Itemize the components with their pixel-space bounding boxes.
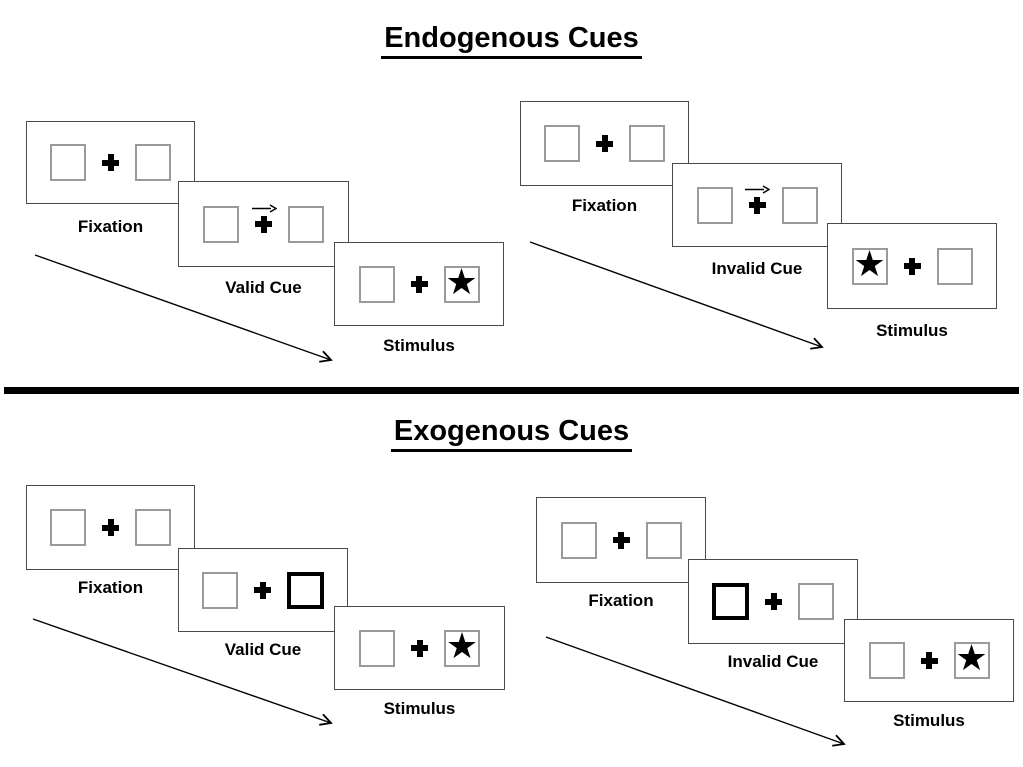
fixation-cross-icon <box>410 275 428 293</box>
left-box <box>560 521 597 559</box>
fixation-cross-icon <box>920 652 938 669</box>
center-marker <box>745 184 770 214</box>
right-box <box>629 125 665 162</box>
star-icon: ★ <box>955 638 988 679</box>
fixation-cross-icon <box>612 531 630 549</box>
left-box <box>202 571 238 609</box>
fixation-cross-icon <box>102 519 119 536</box>
stimulus-panel: ★ <box>334 606 505 690</box>
left-box <box>203 205 239 243</box>
section-divider-rule <box>4 387 1019 394</box>
cue-label: Valid Cue <box>225 278 302 297</box>
stimulus-label: Stimulus <box>876 321 948 340</box>
fixation-label: Fixation <box>77 578 144 597</box>
fixation-panel <box>26 485 195 570</box>
star-icon: ★ <box>445 261 478 303</box>
fixation-label: Fixation <box>77 217 144 236</box>
time-arrow <box>545 636 851 750</box>
right-box <box>288 205 324 243</box>
cue-panel <box>178 181 349 267</box>
fixation-panel <box>26 121 195 204</box>
time-arrow <box>529 241 829 353</box>
cue-panel <box>178 548 348 632</box>
fixation-cross-icon <box>254 581 271 599</box>
cue-label: Valid Cue <box>224 640 302 659</box>
time-arrow <box>32 618 338 729</box>
right-box <box>936 247 973 285</box>
left-box-bold-cue <box>712 583 749 620</box>
fixation-cross-icon <box>255 215 272 233</box>
center-marker <box>411 639 428 657</box>
center-marker <box>251 203 277 233</box>
right-arrow-icon <box>745 184 770 194</box>
exogenous-section-title: Exogenous Cues <box>0 415 1023 452</box>
left-box <box>358 265 395 303</box>
right-box <box>135 509 171 546</box>
right-box <box>645 521 682 559</box>
right-box <box>798 583 834 620</box>
fixation-label: Fixation <box>571 196 638 215</box>
stimulus-label: Stimulus <box>383 336 455 355</box>
center-marker <box>102 519 119 536</box>
center-marker <box>903 257 921 275</box>
center-marker <box>765 593 782 610</box>
fixation-cross-icon <box>903 257 921 275</box>
fixation-cross-icon <box>765 593 782 610</box>
center-marker <box>612 531 630 549</box>
left-box <box>50 509 86 546</box>
stimulus-panel: ★ <box>827 223 997 309</box>
center-marker <box>410 275 428 293</box>
fixation-cross-icon <box>748 196 766 214</box>
cue-label: Invalid Cue <box>727 652 819 671</box>
center-marker <box>596 135 613 152</box>
center-marker <box>102 154 119 171</box>
fixation-cross-icon <box>411 639 428 657</box>
star-icon: ★ <box>445 625 479 667</box>
endogenous-section-title: Endogenous Cues <box>0 22 1023 59</box>
left-box <box>544 125 580 162</box>
stimulus-panel: ★ <box>334 242 504 326</box>
left-box <box>696 186 733 224</box>
endogenous-title-text: Endogenous Cues <box>381 22 642 59</box>
star-icon: ★ <box>853 243 886 285</box>
right-box <box>135 144 171 181</box>
center-marker <box>920 652 938 669</box>
center-marker <box>254 581 271 599</box>
stimulus-panel: ★ <box>844 619 1014 702</box>
exogenous-title-text: Exogenous Cues <box>390 415 633 452</box>
fixation-cross-icon <box>596 135 613 152</box>
left-box-with-star: ★ <box>851 243 888 285</box>
fixation-cross-icon <box>102 154 119 171</box>
fixation-label: Fixation <box>588 591 654 610</box>
stimulus-label: Stimulus <box>383 699 456 718</box>
cue-panel <box>688 559 858 644</box>
right-box-with-star: ★ <box>444 625 480 667</box>
left-box <box>50 144 86 181</box>
cue-panel <box>672 163 842 247</box>
right-arrow-icon <box>251 203 277 213</box>
left-box <box>359 629 395 667</box>
right-box <box>781 186 818 224</box>
right-box-with-star: ★ <box>443 261 480 303</box>
right-box-bold-cue <box>287 571 324 609</box>
fixation-panel <box>536 497 706 583</box>
right-box-with-star: ★ <box>953 638 990 679</box>
stimulus-label: Stimulus <box>893 711 965 730</box>
cue-label: Invalid Cue <box>711 259 803 278</box>
left-box <box>868 642 905 679</box>
time-arrow <box>34 254 338 366</box>
fixation-panel <box>520 101 689 186</box>
